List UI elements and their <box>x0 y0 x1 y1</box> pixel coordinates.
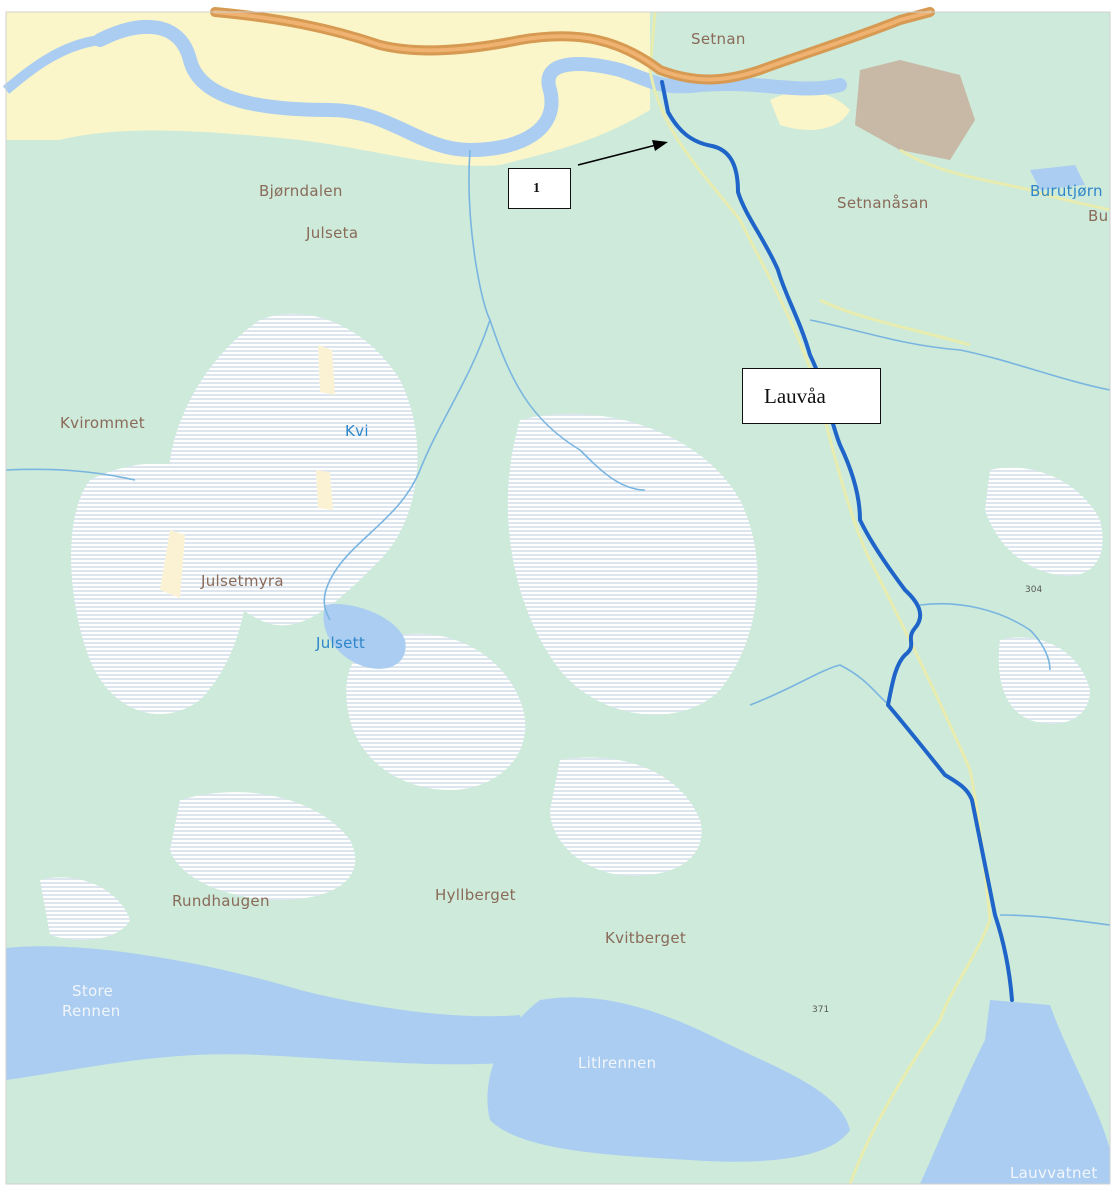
label-burutjorn: Burutjørn <box>1030 182 1103 200</box>
lake-julsett <box>323 604 406 669</box>
label-setnanasan: Setnanåsan <box>837 194 929 212</box>
quarry-area <box>855 60 975 160</box>
lake-burutjorn <box>1030 165 1085 190</box>
label-kvirommet: Kvirommet <box>60 414 145 432</box>
label-hyllberget: Hyllberget <box>435 886 516 904</box>
label-byorndalen: Bjørndalen <box>259 182 343 200</box>
streams <box>5 149 1111 926</box>
label-julsetmyra: Julsetmyra <box>200 572 284 590</box>
lake-litlrennen <box>487 997 850 1162</box>
label-kvitberget: Kvitberget <box>605 929 686 947</box>
pointer-arrow-head <box>652 140 668 151</box>
label-julsett: Julsett <box>315 634 365 652</box>
map-border <box>5 11 1111 1185</box>
spot-height-304: 304 <box>1025 585 1042 595</box>
river-setna <box>93 19 847 158</box>
open-land <box>160 345 335 598</box>
main-road-center <box>213 10 932 82</box>
spot-height-371: 371 <box>812 1005 829 1015</box>
farmland-area-east <box>770 91 850 130</box>
river-lauvaa <box>660 80 1014 1002</box>
lakes <box>6 165 1110 1184</box>
marker-label: 1 <box>533 180 540 196</box>
label-rennen: Rennen <box>62 1002 121 1020</box>
label-bu: Bu <box>1088 207 1108 225</box>
river-label: Lauvåa <box>764 383 826 408</box>
marker-box-1: 1 <box>508 168 571 209</box>
lake-lauvvatnet <box>920 1000 1110 1184</box>
label-lauvvatnet: Lauvvatnet <box>1010 1164 1098 1182</box>
marsh-areas <box>40 313 1103 940</box>
label-kvi: Kvi <box>345 422 369 440</box>
label-julseta: Julseta <box>305 224 358 242</box>
river-setna-west <box>2 35 101 94</box>
label-store: Store <box>72 982 113 1000</box>
label-rundhaugen: Rundhaugen <box>172 892 270 910</box>
label-litlrennen: Litlrennen <box>578 1054 656 1072</box>
pointer-arrow-line <box>577 143 661 166</box>
label-setnan: Setnan <box>691 30 746 48</box>
river-name-box: Lauvåa <box>742 368 881 424</box>
lake-store-rennen <box>6 946 530 1080</box>
minor-roads <box>648 11 1111 1185</box>
